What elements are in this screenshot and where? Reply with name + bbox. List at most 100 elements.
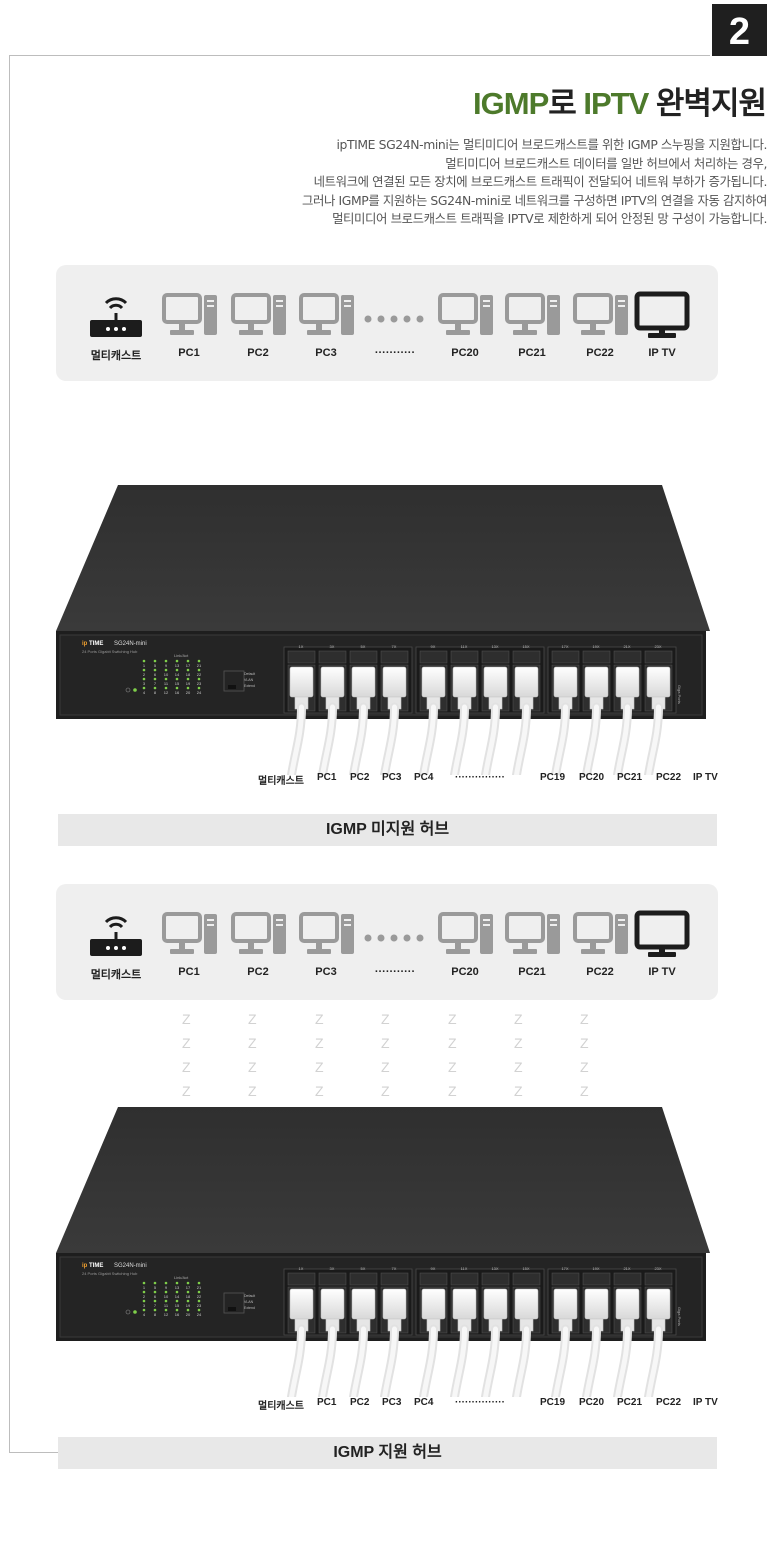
svg-text:20: 20 xyxy=(186,1312,191,1317)
device-label-pc20: PC20 xyxy=(451,347,479,359)
blocked-marker: Z xyxy=(315,1035,324,1051)
svg-text:3: 3 xyxy=(143,681,146,686)
svg-text:9X: 9X xyxy=(431,644,436,649)
blocked-marker: Z xyxy=(182,1059,191,1075)
svg-text:1X: 1X xyxy=(299,644,304,649)
switch-label-ellipsis: ··············· xyxy=(455,772,505,783)
switch-label-pc21: PC21 xyxy=(617,1397,643,1408)
svg-text:15: 15 xyxy=(175,681,180,686)
pc-icon xyxy=(162,293,220,343)
blocked-marker: Z xyxy=(580,1011,589,1027)
svg-text:21X: 21X xyxy=(623,1266,630,1271)
svg-text:11X: 11X xyxy=(461,1266,468,1271)
svg-text:TIME: TIME xyxy=(89,641,103,647)
frame-line-top xyxy=(9,55,710,56)
blocked-marker: Z xyxy=(381,1083,390,1099)
blocked-marker: Z xyxy=(448,1083,457,1099)
svg-text:Link/Act: Link/Act xyxy=(174,653,189,658)
svg-text:11: 11 xyxy=(164,1303,169,1308)
title-iptv: IPTV xyxy=(583,86,649,121)
blocked-marker: Z xyxy=(248,1083,257,1099)
svg-text:3: 3 xyxy=(143,1303,146,1308)
svg-text:9X: 9X xyxy=(431,1266,436,1271)
pc-icon xyxy=(573,293,631,343)
svg-text:13: 13 xyxy=(175,1285,180,1290)
pc-icon xyxy=(162,912,220,962)
switch-image-igmp: ip TIME SG24N-mini 24 Ports Gigabit Swit… xyxy=(56,1107,710,1402)
svg-text:24: 24 xyxy=(197,1312,202,1317)
svg-text:15X: 15X xyxy=(522,1266,529,1271)
svg-text:Default: Default xyxy=(244,672,255,676)
svg-text:11X: 11X xyxy=(461,644,468,649)
svg-text:19X: 19X xyxy=(592,644,599,649)
svg-text:ip: ip xyxy=(82,641,88,647)
svg-text:3X: 3X xyxy=(330,1266,335,1271)
svg-text:5X: 5X xyxy=(361,644,366,649)
switch-label-pc3: PC3 xyxy=(382,1397,402,1408)
router-icon xyxy=(88,910,144,962)
switch-label-pc1: PC1 xyxy=(317,772,337,783)
switch-label-pc3: PC3 xyxy=(382,772,402,783)
svg-text:11: 11 xyxy=(164,681,169,686)
switch-label-pc4: PC4 xyxy=(414,772,434,783)
switch-label-pc20: PC20 xyxy=(579,772,605,783)
svg-text:17X: 17X xyxy=(561,644,568,649)
svg-text:SG24N-mini: SG24N-mini xyxy=(114,641,147,647)
title-support: 완벽지원 xyxy=(648,86,767,121)
device-label-pc3: PC3 xyxy=(315,347,337,359)
pc-icon xyxy=(231,293,289,343)
svg-text:6: 6 xyxy=(154,1294,157,1299)
description-line: 멀티미디어 브로드캐스트 트래픽을 IPTV로 제한하게 되어 안정된 망 구성… xyxy=(332,211,767,227)
svg-text:23: 23 xyxy=(197,1303,202,1308)
blocked-marker: Z xyxy=(514,1011,523,1027)
frame-line-bottom xyxy=(9,1452,59,1453)
svg-text:5: 5 xyxy=(154,1285,157,1290)
svg-text:9: 9 xyxy=(165,1285,168,1290)
switch-label-multicast: 멀티캐스트 xyxy=(258,776,304,787)
svg-text:Giga Ports: Giga Ports xyxy=(677,685,682,704)
blocked-marker: Z xyxy=(182,1011,191,1027)
svg-text:ip: ip xyxy=(82,1263,88,1269)
switch-image-no-igmp: ip TIME SG24N-mini 24 Ports Gigabit Swit… xyxy=(56,485,710,780)
pc-icon xyxy=(231,912,289,962)
frame-line-left xyxy=(9,55,10,1452)
ellipsis-dots-icon xyxy=(362,310,428,329)
switch-label-iptv: IP TV xyxy=(693,1397,718,1408)
svg-text:23X: 23X xyxy=(654,1266,661,1271)
svg-text:22: 22 xyxy=(197,672,202,677)
device-label-pc1: PC1 xyxy=(178,966,200,978)
device-label-multicast-router: 멀티캐스트 xyxy=(90,969,142,981)
blocked-marker: Z xyxy=(182,1035,191,1051)
svg-text:7: 7 xyxy=(154,681,157,686)
device-label-iptv: IP TV xyxy=(648,347,676,359)
svg-text:VLAN: VLAN xyxy=(244,678,254,682)
svg-text:23: 23 xyxy=(197,681,202,686)
svg-text:12: 12 xyxy=(164,1312,169,1317)
description-line: 그러나 IGMP를 지원하는 SG24N-mini로 네트워크를 구성하면 IP… xyxy=(301,192,767,208)
description-line: 네트워크에 연결된 모든 장치에 브로드캐스트 트래픽이 전달되어 네트워 부하… xyxy=(313,174,768,190)
blocked-marker: Z xyxy=(248,1011,257,1027)
blocked-marker: Z xyxy=(182,1083,191,1099)
title-igmp: IGMP xyxy=(473,86,549,121)
svg-text:Extend: Extend xyxy=(244,1306,255,1310)
switch-label-pc22: PC22 xyxy=(656,1397,682,1408)
pc-icon xyxy=(438,912,496,962)
switch-label-pc2: PC2 xyxy=(350,772,370,783)
tv-icon xyxy=(634,291,690,343)
blocked-marker: Z xyxy=(448,1011,457,1027)
svg-text:VLAN: VLAN xyxy=(244,1300,254,1304)
blocked-marker: Z xyxy=(381,1035,390,1051)
device-label-pc2: PC2 xyxy=(247,347,269,359)
tv-icon xyxy=(634,910,690,962)
svg-text:4: 4 xyxy=(143,690,146,695)
pc-icon xyxy=(573,912,631,962)
svg-text:16: 16 xyxy=(175,1312,180,1317)
svg-text:9: 9 xyxy=(165,663,168,668)
switch-label-pc22: PC22 xyxy=(656,772,682,783)
blocked-marker: Z xyxy=(315,1059,324,1075)
blocked-marker: Z xyxy=(248,1059,257,1075)
device-label-iptv: IP TV xyxy=(648,966,676,978)
switch-label-pc1: PC1 xyxy=(317,1397,337,1408)
svg-text:7: 7 xyxy=(154,1303,157,1308)
switch-label-pc4: PC4 xyxy=(414,1397,434,1408)
